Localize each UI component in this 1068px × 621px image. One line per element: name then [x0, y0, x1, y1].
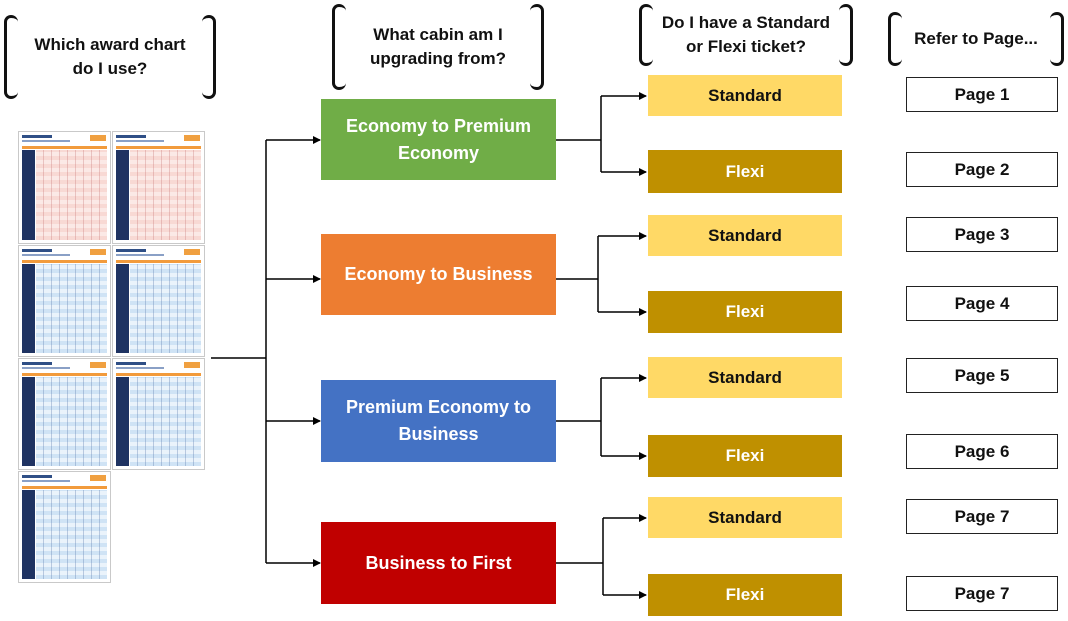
bracket-right — [202, 15, 216, 99]
page-reference: Page 2 — [906, 152, 1058, 187]
ticket-question-text: Do I have a Standard or Flexi ticket? — [661, 13, 831, 56]
award-chart-thumbnail — [112, 245, 205, 357]
bracket-right — [530, 4, 544, 90]
cabin-economy-to-premium-economy: Economy to Premium Economy — [321, 99, 556, 180]
page-reference: Page 7 — [906, 499, 1058, 534]
page-reference: Page 4 — [906, 286, 1058, 321]
ticket-standard: Standard — [648, 75, 842, 116]
bracket-left — [888, 12, 902, 66]
ticket-flexi: Flexi — [648, 435, 842, 477]
cabin-question: What cabin am I upgrading from? — [332, 4, 544, 90]
cabin-question-text: What cabin am I upgrading from? — [370, 25, 506, 68]
award-chart-thumbnail — [18, 131, 111, 244]
bracket-left — [4, 15, 18, 99]
bracket-right — [1050, 12, 1064, 66]
page-question-text: Refer to Page... — [914, 29, 1038, 48]
ticket-standard: Standard — [648, 497, 842, 538]
award-chart-thumbnail — [18, 358, 111, 470]
ticket-question: Do I have a Standard or Flexi ticket? — [639, 4, 853, 66]
page-reference: Page 6 — [906, 434, 1058, 469]
page-reference: Page 7 — [906, 576, 1058, 611]
award-chart-thumbnail — [18, 471, 111, 583]
bracket-left — [332, 4, 346, 90]
page-reference: Page 1 — [906, 77, 1058, 112]
ticket-standard: Standard — [648, 215, 842, 256]
cabin-premium-economy-to-business: Premium Economy to Business — [321, 380, 556, 462]
ticket-standard: Standard — [648, 357, 842, 398]
ticket-flexi: Flexi — [648, 150, 842, 193]
ticket-flexi: Flexi — [648, 574, 842, 616]
award-chart-thumbnail — [112, 358, 205, 470]
page-reference: Page 3 — [906, 217, 1058, 252]
ticket-flexi: Flexi — [648, 291, 842, 333]
cabin-business-to-first: Business to First — [321, 522, 556, 604]
bracket-left — [639, 4, 653, 66]
cabin-economy-to-business: Economy to Business — [321, 234, 556, 315]
award-chart-thumbnail — [112, 131, 205, 244]
award-chart-question: Which award chart do I use? — [4, 15, 216, 99]
award-chart-question-text: Which award chart do I use? — [34, 35, 186, 78]
award-chart-thumbnail — [18, 245, 111, 357]
page-reference: Page 5 — [906, 358, 1058, 393]
page-question: Refer to Page... — [888, 12, 1064, 66]
bracket-right — [839, 4, 853, 66]
